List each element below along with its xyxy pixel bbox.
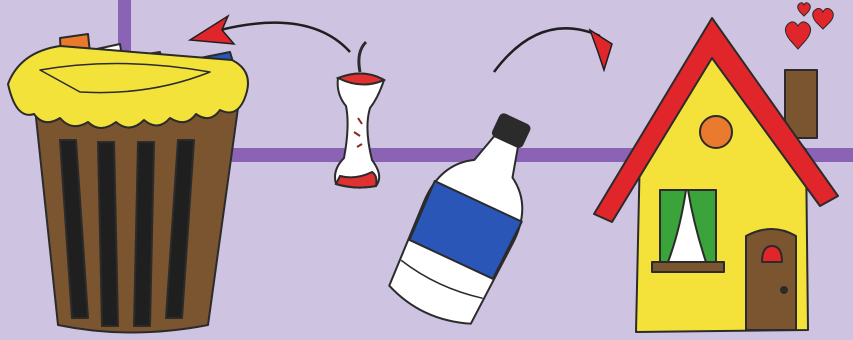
apple-core-icon [335, 42, 384, 188]
house-icon [594, 18, 838, 332]
trash-can-icon [8, 34, 248, 333]
plastic-bottle-icon [382, 99, 561, 334]
heart-icons [785, 3, 833, 49]
arrow-to-house-icon [494, 28, 612, 72]
arrow-to-trash-icon [190, 16, 350, 52]
